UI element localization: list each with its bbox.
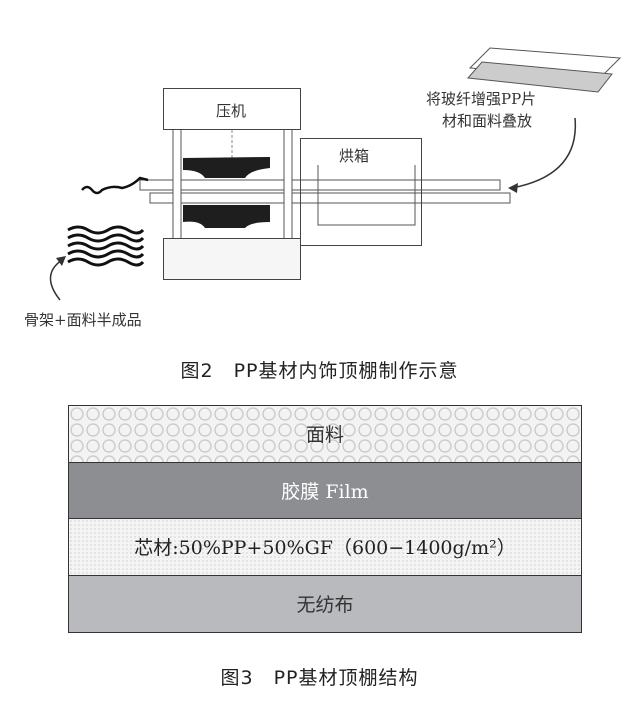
product-label: 骨架+面料半成品 xyxy=(24,311,142,329)
arrow-to-rail xyxy=(511,117,577,189)
lower-mold xyxy=(183,205,270,228)
upper-rail xyxy=(139,179,501,191)
stack-label-line2: 材和面料叠放 xyxy=(442,112,533,130)
layer-structure-table: 面料 胶膜 Film 芯材:50%PP+50%GF（600−1400g/m²） … xyxy=(68,405,582,633)
product-stack xyxy=(67,225,145,267)
press-head: 压机 xyxy=(163,88,301,130)
press-label: 压机 xyxy=(216,102,247,120)
press-pillar-left xyxy=(172,127,182,241)
figure-3-caption: 图3 PP基材顶棚结构 xyxy=(220,667,419,689)
stack-label-line1: 将玻纤增强PP片 xyxy=(426,90,537,108)
layer-core: 芯材:50%PP+50%GF（600−1400g/m²） xyxy=(69,519,581,576)
arrow-to-product xyxy=(49,259,63,301)
lower-rail xyxy=(149,192,511,204)
product-strip xyxy=(81,176,149,195)
oven-box: 烘箱 xyxy=(300,138,422,246)
oven-label: 烘箱 xyxy=(339,147,370,165)
figure-2-caption: 图2 PP基材内饰顶棚制作示意 xyxy=(180,360,459,382)
sheet-bottom xyxy=(466,61,613,93)
press-pillar-right xyxy=(283,127,293,241)
press-base xyxy=(163,238,301,280)
layer-fabric: 面料 xyxy=(69,406,581,463)
process-illustration xyxy=(49,47,622,301)
layer-nonwoven: 无纺布 xyxy=(69,575,581,632)
layer-film: 胶膜 Film xyxy=(69,462,581,519)
upper-mold xyxy=(183,157,270,178)
